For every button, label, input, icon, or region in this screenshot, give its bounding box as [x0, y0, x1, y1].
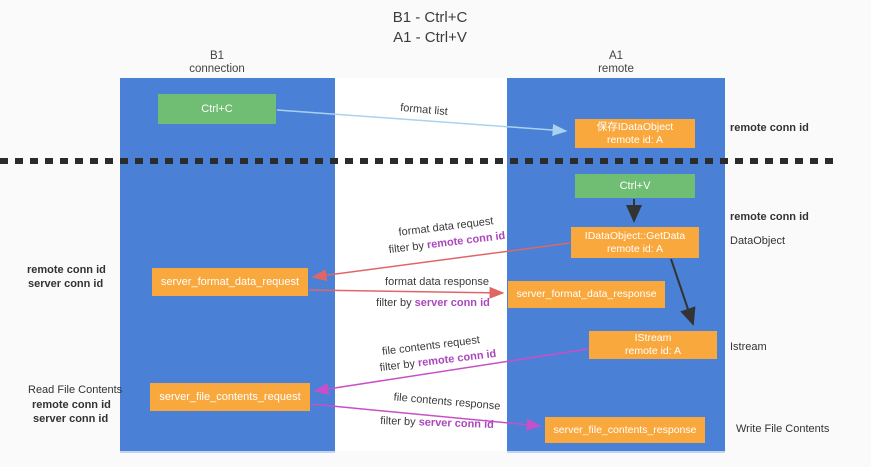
left-label-remote-conn-id: remote conn id: [27, 264, 106, 276]
right-label-istream: Istream: [730, 341, 767, 353]
right-label-remote-conn-id-mid: remote conn id: [730, 211, 809, 223]
filter-by-text: filter by: [379, 415, 419, 429]
node-ctrl-v-label: Ctrl+V: [619, 179, 651, 192]
right-label-dataobject: DataObject: [730, 235, 786, 247]
node-getdata-line1: IDataObject::GetData: [584, 229, 686, 242]
label-format-data-response: format data response: [385, 276, 489, 288]
right-label-remote-conn-id-top: remote conn id: [730, 122, 809, 134]
diagram-title: B1 - Ctrl+C A1 - Ctrl+V: [330, 8, 530, 48]
left-label-read-file-contents: Read File Contents: [28, 384, 123, 396]
node-server-file-contents-request: server_file_contents_request: [150, 383, 310, 411]
node-getdata-line2: remote id: A: [606, 242, 664, 255]
node-istream-line2: remote id: A: [624, 345, 682, 357]
node-save-idataobject-line2: remote id: A: [606, 133, 664, 146]
left-label-read-remote-conn-id: remote conn id: [32, 399, 111, 411]
node-istream: IStream remote id: A: [589, 331, 717, 359]
title-line-2: A1 - Ctrl+V: [393, 29, 467, 46]
node-server-file-contents-response: server_file_contents_response: [545, 417, 705, 443]
node-server-format-data-request: server_format_data_request: [152, 268, 308, 296]
node-ctrl-v: Ctrl+V: [575, 174, 695, 198]
lane-b1-name: B1: [209, 50, 225, 62]
lane-a1-name: A1: [608, 50, 624, 62]
filter-by-text: filter by: [376, 297, 415, 309]
node-file-response-label: server_file_contents_response: [553, 423, 697, 436]
lane-header-b1: B1 connection: [147, 50, 287, 76]
left-label-read-server-conn-id: server conn id: [33, 413, 109, 425]
lane-a1-subtitle: remote: [598, 63, 634, 75]
server-conn-id-text: server conn id: [414, 297, 490, 309]
node-save-idataobject: 保存IDataObject remote id: A: [575, 119, 695, 148]
server-conn-id-text: server conn id: [418, 416, 495, 431]
phase-separator-dashed-line: [0, 158, 838, 164]
title-line-1: B1 - Ctrl+C: [392, 9, 468, 26]
node-format-response-label: server_format_data_response: [516, 288, 657, 300]
node-idataobject-getdata: IDataObject::GetData remote id: A: [571, 227, 699, 258]
node-format-request-label: server_format_data_request: [160, 275, 300, 288]
label-filter-server-1: filter by server conn id: [376, 297, 490, 309]
node-save-idataobject-line1: 保存IDataObject: [596, 120, 674, 133]
node-ctrl-c-label: Ctrl+C: [201, 102, 233, 115]
node-ctrl-c: Ctrl+C: [158, 94, 276, 124]
left-label-server-conn-id: server conn id: [28, 278, 104, 290]
node-server-format-data-response: server_format_data_response: [508, 281, 665, 308]
lane-header-a1: A1 remote: [546, 50, 686, 76]
node-istream-line1: IStream: [634, 332, 672, 344]
node-file-request-label: server_file_contents_request: [159, 390, 301, 403]
right-label-write-file-contents: Write File Contents: [736, 423, 830, 435]
lane-b1-subtitle: connection: [189, 63, 245, 75]
